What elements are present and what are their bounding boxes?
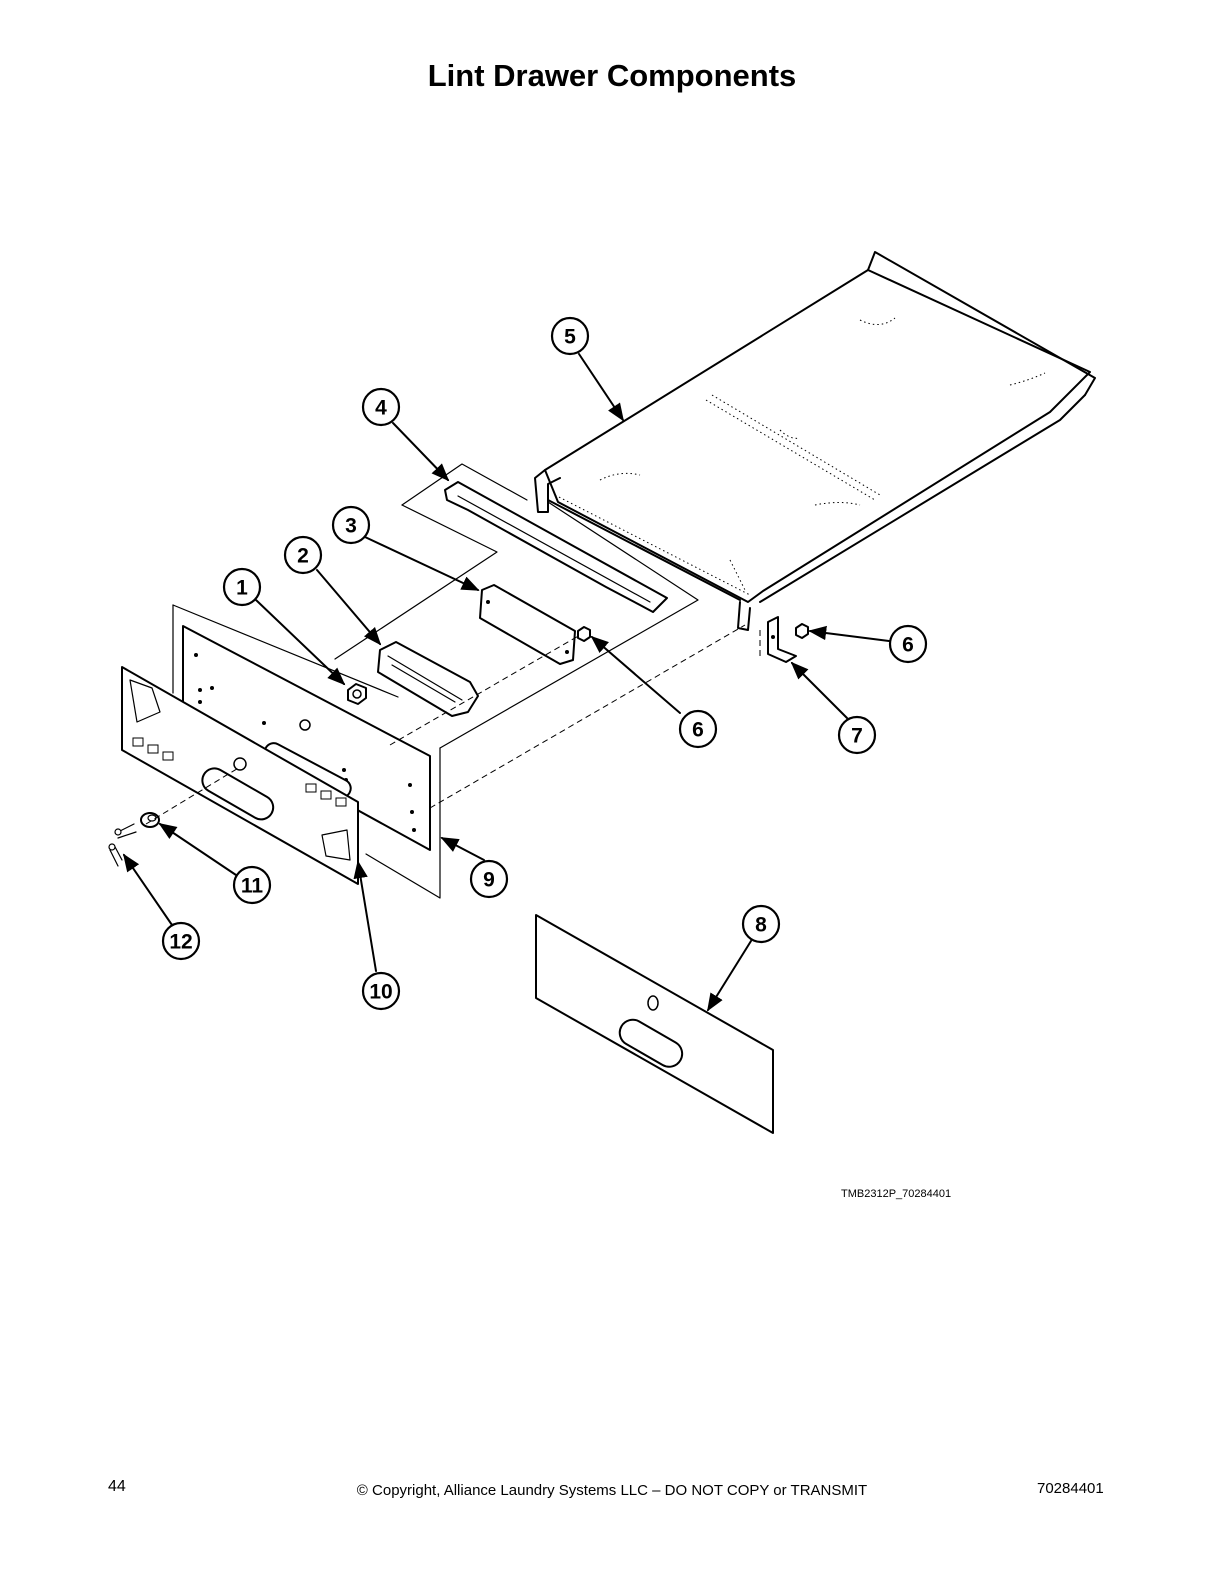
callout-7: 7 xyxy=(837,715,877,755)
callout-4-label: 4 xyxy=(375,397,387,420)
callout-6-left-label: 6 xyxy=(692,719,704,742)
leader-lines xyxy=(122,353,890,1012)
callout-11-label: 11 xyxy=(241,875,264,898)
decal-panel xyxy=(121,666,359,885)
callout-1: 1 xyxy=(222,567,262,607)
callout-5: 5 xyxy=(550,316,590,356)
callout-6-left: 6 xyxy=(678,709,718,749)
front-panel xyxy=(172,604,441,899)
assembly-lines xyxy=(145,624,761,825)
callout-3: 3 xyxy=(331,505,371,545)
hex-nut-left xyxy=(577,626,591,642)
callout-8: 8 xyxy=(741,904,781,944)
lower-decal-panel xyxy=(535,914,774,1134)
page-number: 44 xyxy=(108,1478,126,1495)
lint-drawer-tray xyxy=(534,251,1096,631)
top-plate xyxy=(334,463,699,749)
callout-6-right: 6 xyxy=(888,624,928,664)
bracket-plate xyxy=(479,584,576,665)
callout-12: 12 xyxy=(161,921,201,961)
copyright-notice: © Copyright, Alliance Laundry Systems LL… xyxy=(356,1482,868,1499)
callout-4: 4 xyxy=(361,387,401,427)
angle-bracket xyxy=(767,616,797,663)
document-number: 70284401 xyxy=(1037,1480,1104,1497)
lock-nut xyxy=(347,683,367,705)
callout-1-label: 1 xyxy=(236,577,248,600)
callout-11: 11 xyxy=(232,865,272,905)
callout-2-label: 2 xyxy=(297,545,309,568)
callout-5-label: 5 xyxy=(564,326,576,349)
callout-3-label: 3 xyxy=(345,515,357,538)
drawer-handle xyxy=(377,641,479,717)
callout-9: 9 xyxy=(469,859,509,899)
lock-cylinder xyxy=(140,812,160,828)
callout-7-label: 7 xyxy=(851,725,863,748)
keys xyxy=(108,823,137,867)
callout-8-label: 8 xyxy=(755,914,767,937)
hex-nut-right xyxy=(795,623,809,639)
page-title: Lint Drawer Components xyxy=(427,58,797,93)
callout-10: 10 xyxy=(361,971,401,1011)
callout-10-label: 10 xyxy=(369,981,392,1004)
figure-id: TMB2312P_70284401 xyxy=(841,1188,952,1200)
callout-6-right-label: 6 xyxy=(902,634,914,657)
callout-12-label: 12 xyxy=(169,931,192,954)
callout-2: 2 xyxy=(283,535,323,575)
callout-9-label: 9 xyxy=(483,869,495,892)
